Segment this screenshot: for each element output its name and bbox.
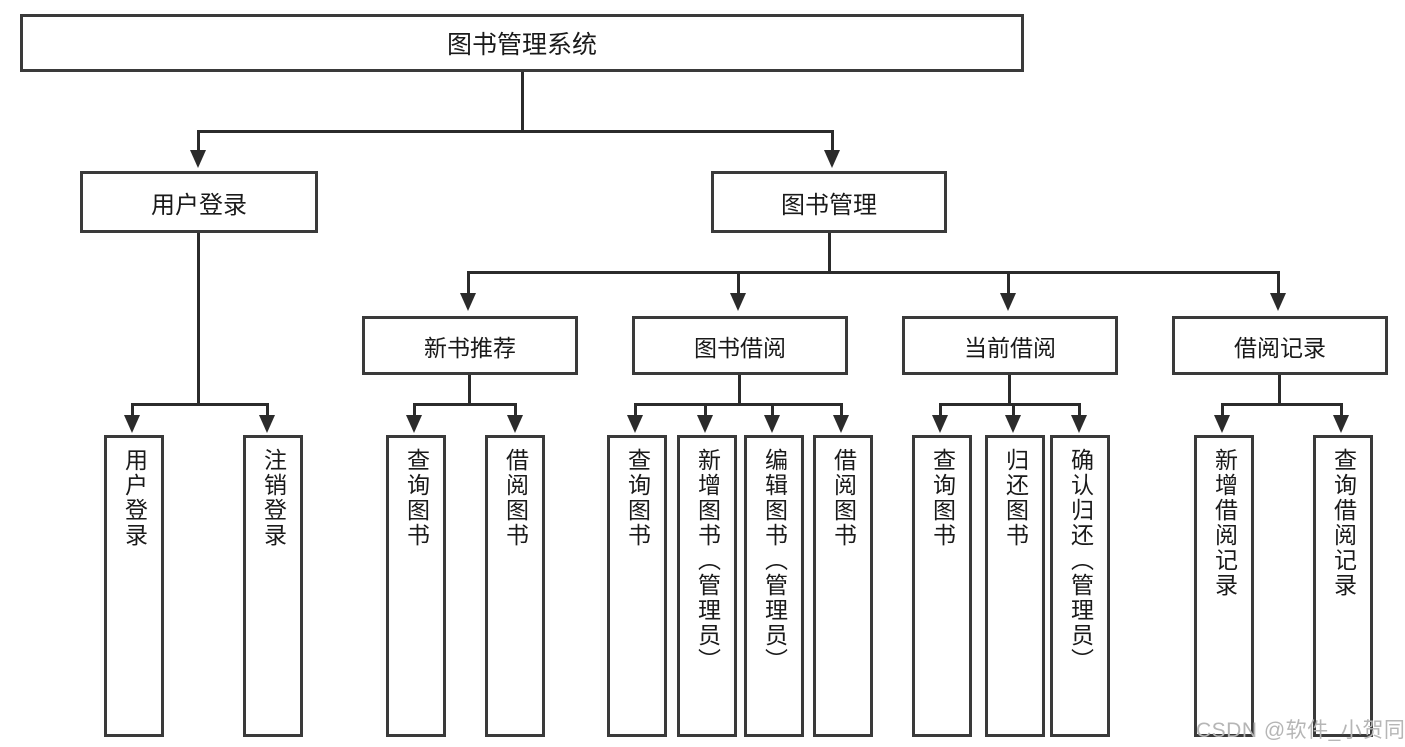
- node-label: 用户登录: [121, 448, 148, 548]
- node-book-borrow[interactable]: 图书借阅: [632, 316, 848, 375]
- arrow-records-to-leaf-2: [1333, 415, 1349, 433]
- leaf-borrow-book[interactable]: 借阅图书: [813, 435, 873, 737]
- arrow-book-mgmt-to-records: [1270, 293, 1286, 311]
- node-label: 新书推荐: [424, 334, 516, 361]
- leaf-borrow-book-new[interactable]: 借阅图书: [485, 435, 545, 737]
- node-label: 查询借阅记录: [1330, 448, 1357, 598]
- connector-current-to-leaf-3: [1078, 403, 1081, 417]
- connector-borrow-to-leaf-1: [634, 403, 637, 417]
- connector-borrow-trunk: [738, 375, 741, 405]
- connector-current-bar: [939, 403, 1081, 406]
- arrow-new-book-to-leaf-1: [406, 415, 422, 433]
- connector-user-login-bar: [131, 403, 266, 406]
- arrow-root-to-book-mgmt: [824, 150, 840, 168]
- arrow-book-mgmt-to-new-book: [460, 293, 476, 311]
- connector-records-bar: [1221, 403, 1343, 406]
- connector-new-book-to-leaf-1: [413, 403, 416, 417]
- node-label: 借阅记录: [1234, 334, 1326, 361]
- node-root-system[interactable]: 图书管理系统: [20, 14, 1024, 72]
- arrow-current-to-leaf-3: [1071, 415, 1087, 433]
- connector-book-mgmt-trunk: [828, 233, 831, 273]
- node-label: 当前借阅: [964, 334, 1056, 361]
- leaf-confirm-return-admin[interactable]: 确认归还（管理员）: [1050, 435, 1110, 737]
- leaf-logout[interactable]: 注销登录: [243, 435, 303, 737]
- node-label: 查询图书: [929, 448, 956, 548]
- connector-records-to-leaf-2: [1340, 403, 1343, 417]
- connector-current-to-leaf-1: [939, 403, 942, 417]
- connector-borrow-to-leaf-3: [771, 403, 774, 417]
- node-label: 新增借阅记录: [1211, 448, 1238, 598]
- leaf-user-login[interactable]: 用户登录: [104, 435, 164, 737]
- leaf-query-book-current[interactable]: 查询图书: [912, 435, 972, 737]
- arrow-records-to-leaf-1: [1214, 415, 1230, 433]
- arrow-borrow-to-leaf-3: [764, 415, 780, 433]
- node-label: 借阅图书: [830, 448, 857, 548]
- connector-new-book-trunk: [468, 375, 471, 405]
- node-label: 图书管理: [781, 191, 877, 219]
- arrow-book-mgmt-to-borrow: [730, 293, 746, 311]
- connector-borrow-to-leaf-2: [704, 403, 707, 417]
- connector-borrow-to-leaf-4: [840, 403, 843, 417]
- leaf-return-book[interactable]: 归还图书: [985, 435, 1045, 737]
- node-user-login[interactable]: 用户登录: [80, 171, 318, 233]
- leaf-query-book[interactable]: 查询图书: [607, 435, 667, 737]
- leaf-add-borrow-record[interactable]: 新增借阅记录: [1194, 435, 1254, 737]
- arrow-borrow-to-leaf-4: [833, 415, 849, 433]
- node-label: 编辑图书（管理员）: [761, 448, 788, 673]
- connector-user-login-to-leaf-1: [131, 403, 134, 417]
- connector-book-mgmt-bar: [467, 271, 1280, 274]
- node-label: 新增图书（管理员）: [694, 448, 721, 673]
- node-label: 借阅图书: [502, 448, 529, 548]
- node-label: 图书借阅: [694, 334, 786, 361]
- arrow-user-login-to-leaf-2: [259, 415, 275, 433]
- node-label: 归还图书: [1002, 448, 1029, 548]
- connector-book-mgmt-to-borrow: [737, 271, 740, 295]
- leaf-query-borrow-record[interactable]: 查询借阅记录: [1313, 435, 1373, 737]
- csdn-watermark: CSDN @软件_小贺同学: [1196, 719, 1405, 742]
- node-current-borrow[interactable]: 当前借阅: [902, 316, 1118, 375]
- arrow-borrow-to-leaf-2: [697, 415, 713, 433]
- connector-user-login-trunk: [197, 233, 200, 405]
- arrow-current-to-leaf-1: [932, 415, 948, 433]
- node-label: 用户登录: [151, 191, 247, 219]
- connector-current-trunk: [1008, 375, 1011, 405]
- leaf-edit-book-admin[interactable]: 编辑图书（管理员）: [744, 435, 804, 737]
- connector-records-to-leaf-1: [1221, 403, 1224, 417]
- node-new-book-recommend[interactable]: 新书推荐: [362, 316, 578, 375]
- connector-records-trunk: [1278, 375, 1281, 405]
- arrow-current-to-leaf-2: [1005, 415, 1021, 433]
- connector-book-mgmt-to-current: [1007, 271, 1010, 295]
- node-label: 图书管理系统: [446, 31, 597, 59]
- leaf-add-book-admin[interactable]: 新增图书（管理员）: [677, 435, 737, 737]
- arrow-root-to-user-login: [190, 150, 206, 168]
- connector-new-book-to-leaf-2: [514, 403, 517, 417]
- connector-book-mgmt-to-new-book: [467, 271, 470, 295]
- connector-root-to-book-mgmt: [831, 130, 834, 152]
- connector-borrow-bar: [634, 403, 843, 406]
- connector-root-bar: [197, 130, 834, 133]
- node-label: 查询图书: [624, 448, 651, 548]
- arrow-user-login-to-leaf-1: [124, 415, 140, 433]
- connector-new-book-bar: [413, 403, 517, 406]
- connector-current-to-leaf-2: [1012, 403, 1015, 417]
- node-borrow-records[interactable]: 借阅记录: [1172, 316, 1388, 375]
- connector-root-to-user-login: [197, 130, 200, 152]
- connector-book-mgmt-to-records: [1277, 271, 1280, 295]
- node-label: 查询图书: [403, 448, 430, 548]
- arrow-borrow-to-leaf-1: [627, 415, 643, 433]
- connector-user-login-to-leaf-2: [266, 403, 269, 417]
- arrow-new-book-to-leaf-2: [507, 415, 523, 433]
- node-label: 确认归还（管理员）: [1067, 448, 1094, 673]
- node-label: 注销登录: [260, 448, 287, 548]
- node-book-management[interactable]: 图书管理: [711, 171, 947, 233]
- leaf-query-book-new[interactable]: 查询图书: [386, 435, 446, 737]
- connector-root-trunk: [521, 72, 524, 132]
- arrow-book-mgmt-to-current: [1000, 293, 1016, 311]
